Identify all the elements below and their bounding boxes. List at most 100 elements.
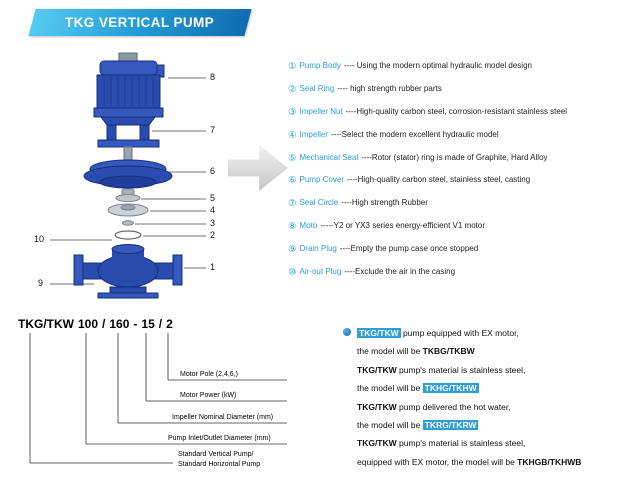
note-line: TKG/TKW pump delivered the hot water, (357, 398, 615, 416)
note-line: the model will be TKHG/TKHW (357, 379, 615, 397)
pump-exploded-diagram (50, 52, 206, 299)
page-title: TKG VERTICAL PUMP (65, 15, 215, 30)
part-name: Pump Body (299, 61, 341, 70)
model-code-separator: - (133, 317, 138, 331)
model-label-standard-horiz: Standard Horizontal Pump (178, 461, 261, 468)
circled-number-icon: ⑤ (288, 152, 297, 164)
callout-8: 8 (210, 72, 216, 82)
note-text: the model will be (357, 346, 423, 357)
circled-number-icon: ② (288, 83, 297, 95)
callout-10: 10 (34, 234, 45, 244)
circled-number-icon: ⑥ (288, 175, 297, 187)
model-code-token-pole: 2 (166, 317, 173, 331)
model-token: TKRG/TKRW (422, 420, 479, 431)
note-line: equipped with EX motor, the model will b… (357, 453, 615, 471)
part-desc: -----Y2 or YX3 series energy-efficient V… (320, 221, 485, 231)
model-label-standard-vert: Standard Vertical Pump/ (178, 451, 254, 458)
part-desc: ----High-quality carbon steel, stainless… (347, 175, 531, 185)
impeller-nut (122, 220, 134, 226)
impeller (107, 203, 149, 217)
model-code-token-inlet: 100 (78, 317, 99, 331)
motor-stool (97, 116, 160, 148)
note-text: pump equipped with EX motor, (400, 328, 519, 338)
model-code: TKG/TKW 100 / 160 - 15 / 2 (18, 317, 173, 331)
model-code-separator: / (158, 317, 163, 331)
part-name: Mechanical Seal (299, 152, 359, 162)
part-name: Moto (299, 221, 318, 231)
circled-number-icon: ③ (288, 106, 297, 118)
circled-number-icon: ⑨ (288, 244, 297, 256)
note-text: the model will be (357, 383, 423, 394)
callout-7: 7 (210, 125, 216, 135)
part-desc: ----Empty the pump case once stopped (339, 244, 479, 254)
model-token: TKBG/TKBW (422, 346, 475, 357)
part-name: Impeller Nut (299, 106, 343, 116)
circled-number-icon: ⑩ (288, 267, 297, 279)
part-name: Impeller (299, 129, 328, 139)
title-banner: TKG VERTICAL PUMP (28, 9, 252, 36)
part-name: Drain Plug (299, 244, 337, 254)
part-desc: ----Exclude the air in the casing (344, 267, 456, 277)
note-text: pump delivered the hot water, (396, 401, 511, 412)
callout-1: 1 (210, 262, 216, 272)
callout-3: 3 (210, 218, 216, 228)
note-bullet-icon (343, 328, 351, 336)
circled-number-icon: ⑧ (288, 221, 297, 233)
seal-ring (114, 230, 142, 240)
circled-number-icon: ⑦ (288, 198, 297, 210)
model-token: TKG/TKW (357, 401, 397, 412)
note-text: pump's material is stainless steel, (396, 364, 526, 375)
part-name: Air-out Plug (299, 267, 342, 277)
model-label-impeller-diam: Impeller Nominal Diameter (mm) (172, 414, 274, 421)
callout-5: 5 (210, 193, 216, 203)
model-code-separator: / (102, 317, 106, 331)
circled-number-icon: ① (288, 61, 297, 72)
model-token: TKG/TKW (357, 364, 397, 375)
motor (93, 52, 165, 118)
note-line: TKG/TKW pump equipped with EX motor, (357, 324, 615, 342)
part-desc: ---- Using the modern optimal hydraulic … (343, 61, 532, 70)
part-desc: ----High-quality carbon steel, corrosion… (345, 106, 568, 116)
model-label-motor-power: Motor Power (kW) (180, 392, 237, 399)
callout-9: 9 (38, 278, 44, 288)
part-desc: ----Select the modern excellent hydrauli… (330, 129, 499, 139)
pump-cover (83, 159, 173, 189)
callout-2: 2 (210, 230, 216, 240)
callout-4: 4 (210, 205, 216, 215)
callout-6: 6 (210, 166, 216, 176)
note-text: equipped with EX motor, the model will b… (357, 456, 518, 467)
model-code-token-power: 15 (141, 317, 155, 331)
model-code-token-series: TKG/TKW (18, 317, 74, 331)
part-name: Pump Cover (299, 175, 344, 185)
model-token: TKG/TKW (357, 438, 397, 449)
pump-body (73, 244, 183, 299)
part-desc: ----High strength Rubber (341, 198, 428, 208)
model-label-motor-pole: Motor Pole (2,4,6,) (180, 371, 238, 378)
part-name: Seal Circle (299, 198, 339, 208)
model-label-inlet-outlet: Pump Inlet/Outlet Diameter (mm) (168, 435, 271, 442)
model-code-lines (29, 333, 287, 464)
part-desc: ----Rotor (stator) ring is made of Graph… (361, 152, 548, 162)
mechanical-seal (115, 188, 141, 202)
part-desc: ---- high strength rubber parts (337, 83, 442, 93)
model-notes: TKG/TKW pump equipped with EX motor, the… (357, 324, 615, 471)
note-line: the model will be TKRG/TKRW (357, 416, 615, 434)
model-token: TKHG/TKHW (422, 383, 479, 394)
model-token: TKG/TKW (357, 328, 401, 338)
callout-lines (50, 77, 206, 285)
model-token: TKHGB/TKHWB (517, 456, 582, 467)
note-line: TKG/TKW pump's material is stainless ste… (357, 434, 615, 452)
note-line: TKG/TKW pump's material is stainless ste… (357, 361, 615, 379)
